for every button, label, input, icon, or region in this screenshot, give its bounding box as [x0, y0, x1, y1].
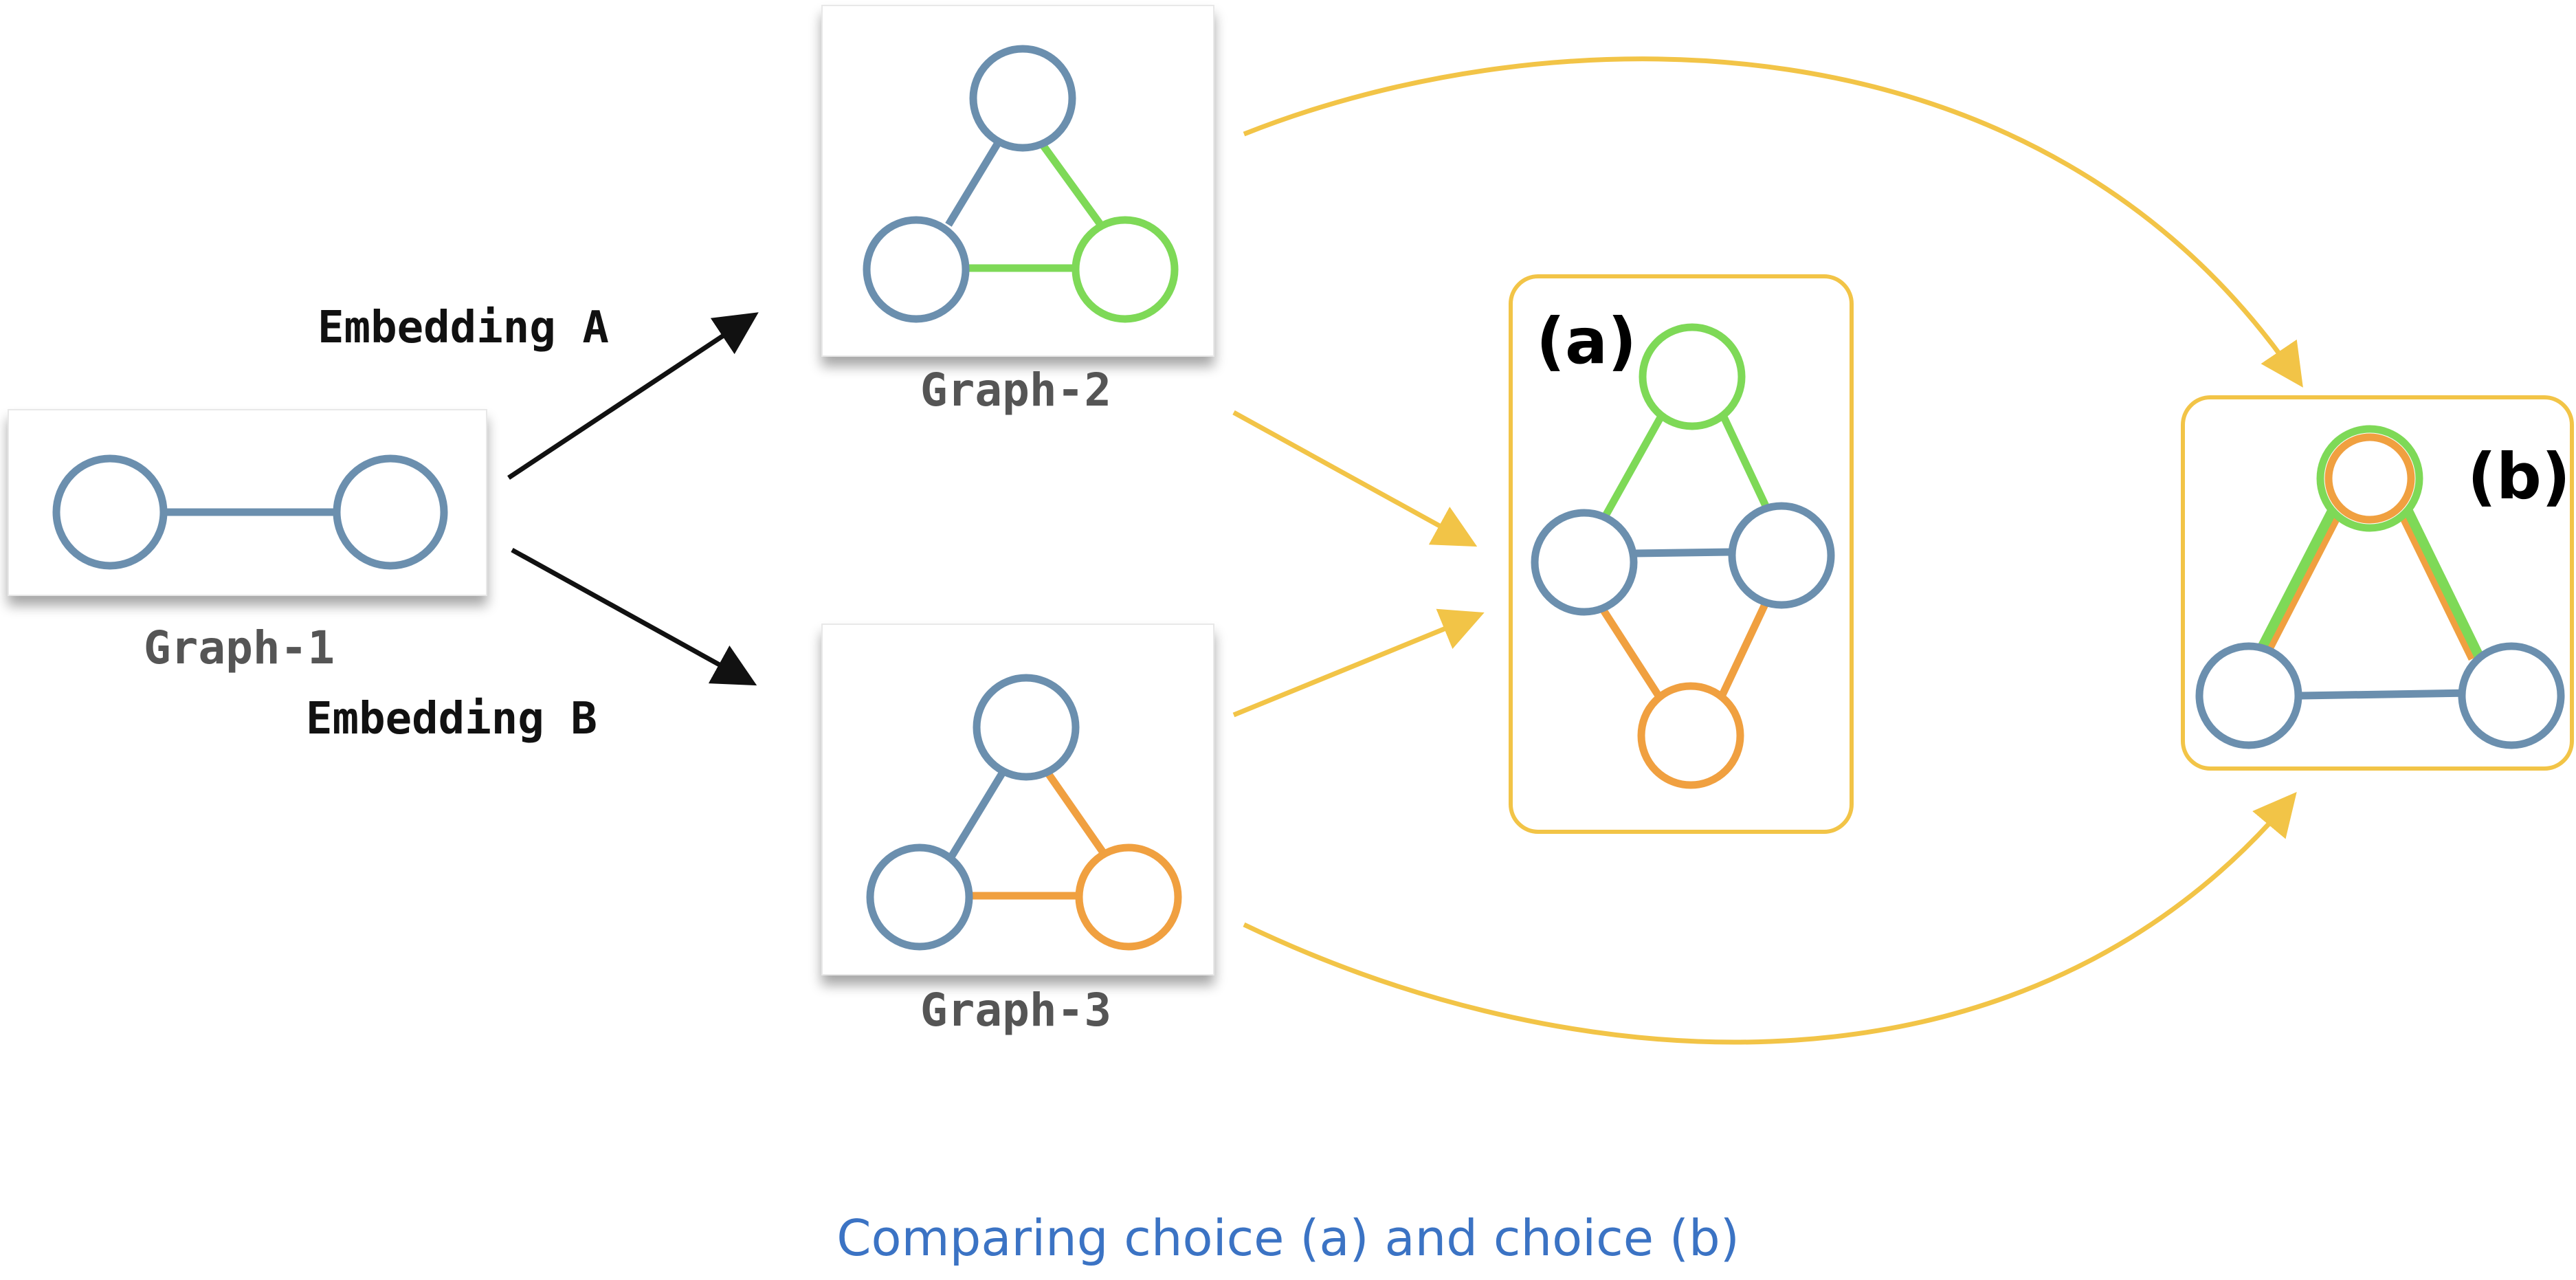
arrow-graph2-to-b: [1243, 56, 2303, 388]
choice-b-edge-bottom: [2300, 689, 2472, 700]
arrow-graph3-to-a: [1232, 608, 1485, 718]
graph-3-label: Graph-3: [920, 984, 1111, 1037]
graph-2-panel: Graph-2: [821, 5, 1214, 417]
choice-a-edge-top-left: [1601, 410, 1667, 519]
graph-3-panel: Graph-3: [821, 624, 1214, 1037]
choice-a-node-right: [1728, 502, 1835, 609]
embedding-b-arrow: [511, 547, 757, 686]
yellow-arrows: [1232, 56, 2303, 1045]
choice-a-panel: (a): [1509, 274, 1854, 834]
choice-a-edge-top-right: [1718, 410, 1770, 509]
choice-a-edge-bottom-left: [1597, 603, 1663, 700]
choice-a-node-bottom: [1637, 682, 1744, 789]
graph-2-edge-top-right: [1040, 143, 1103, 226]
choice-b-label: (b): [2467, 440, 2571, 514]
arrow-graph2-to-a: [1232, 410, 1478, 547]
embedding-a-arrow: [507, 312, 759, 480]
choice-b-node-right: [2458, 642, 2565, 749]
graph-3-node-left: [866, 843, 973, 951]
embedding-b-label: Embedding B: [306, 694, 597, 744]
graph-3-edge-top-left: [948, 771, 1006, 858]
choice-a-node-left: [1531, 509, 1638, 616]
choice-a-box: [1509, 274, 1854, 834]
graph-2-node-left: [863, 216, 970, 323]
choice-b-edge-left-orange: [2263, 511, 2344, 658]
choice-b-node-top-orange: [2324, 433, 2415, 524]
arrow-graph3-to-b: [1243, 791, 2297, 1045]
choice-b-edge-right-orange: [2397, 511, 2475, 661]
embedding-a: Embedding A: [318, 302, 759, 480]
figure-caption: Comparing choice (a) and choice (b): [836, 1209, 1740, 1267]
graph-1-label: Graph-1: [144, 621, 335, 674]
graph-2-label: Graph-2: [920, 364, 1111, 417]
choice-b-edge-right-green: [2399, 507, 2483, 660]
choice-a-edge-bottom-right: [1718, 599, 1770, 698]
embedding-a-label: Embedding A: [318, 302, 609, 353]
graph-3-node-top: [973, 674, 1080, 781]
choice-b-box: [2181, 395, 2574, 771]
choice-b-node-left: [2195, 642, 2302, 749]
graph-1-panel: Graph-1: [8, 409, 487, 674]
graph-3-edge-top-right: [1045, 771, 1107, 855]
graph-1-node-left: [52, 454, 168, 570]
embedding-b: Embedding B: [306, 547, 757, 744]
choice-a-node-top: [1639, 323, 1746, 430]
graph-2-edge-top-left: [945, 141, 1001, 227]
choice-a-label: (a): [1536, 305, 1636, 378]
choice-b-edge-left-green: [2255, 507, 2341, 656]
graph-3-node-right: [1075, 843, 1182, 951]
choice-b-panel: (b): [2181, 395, 2574, 771]
graph-2-node-right: [1072, 216, 1179, 323]
graph-2-node-top: [969, 45, 1076, 152]
choice-a-edge-middle: [1633, 548, 1731, 558]
graph-1-node-right: [333, 454, 448, 570]
